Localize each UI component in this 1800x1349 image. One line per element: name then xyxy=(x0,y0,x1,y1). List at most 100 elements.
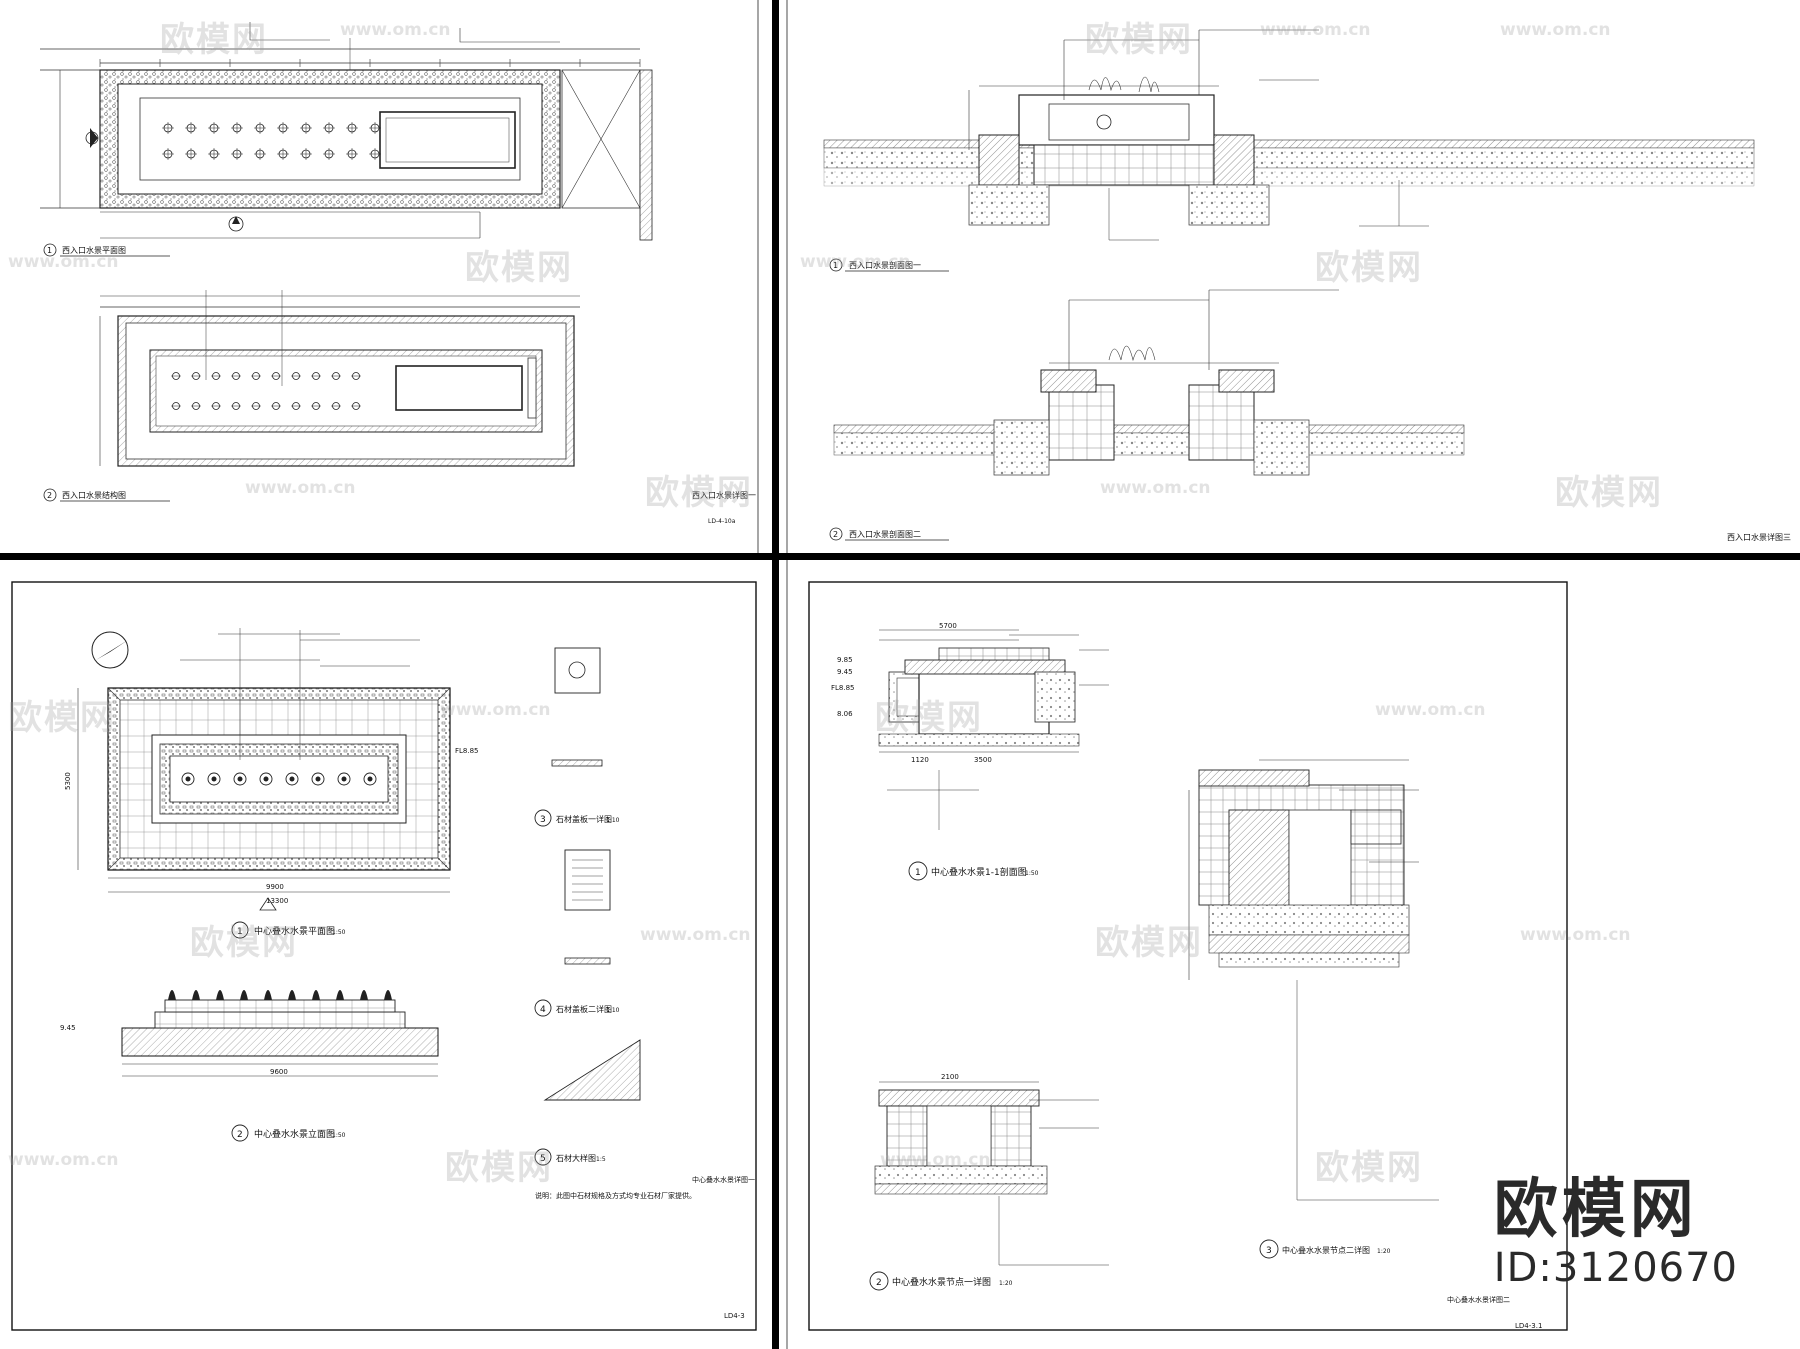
jet-icon xyxy=(191,402,201,410)
cascade-sprays xyxy=(168,990,392,1000)
jet-icon xyxy=(363,772,377,786)
spray-icon xyxy=(336,990,344,1000)
level4: 8.06 xyxy=(837,710,853,718)
title2-number: 2 xyxy=(237,1130,243,1140)
title2-scale: 1:20 xyxy=(999,1280,1013,1287)
title2-scale: 1:50 xyxy=(332,1132,346,1139)
jet-icon xyxy=(231,372,241,380)
jet-icon xyxy=(271,402,281,410)
west-entrance-plan-drawing: 1 西入口水景平面图 2 西入口水景结构图 西入口水景详图一 LD-4-10a xyxy=(40,0,759,553)
jet-icon xyxy=(369,148,381,160)
dim-left: 1120 xyxy=(911,756,929,764)
sheet-title: 西入口水景详图一 xyxy=(692,490,756,500)
dim-mid: 3500 xyxy=(974,756,992,764)
jet-icon xyxy=(208,148,220,160)
level-a: 9.45 xyxy=(60,1024,76,1032)
panel-west-entrance-plan: 1 西入口水景平面图 2 西入口水景结构图 西入口水景详图一 LD-4-10a xyxy=(0,0,772,553)
sheet-number: LD4-3.1 xyxy=(1515,1322,1542,1330)
sheet-title: 中心叠水水景详图一 xyxy=(692,1175,755,1184)
spray-icon xyxy=(288,990,296,1000)
dim-side: 5300 xyxy=(64,772,72,790)
jet-icon xyxy=(251,402,261,410)
caption1-title: 西入口水景平面图 xyxy=(62,245,126,255)
jet-icon xyxy=(254,122,266,134)
spray-icon xyxy=(264,990,272,1000)
jet-icon xyxy=(311,772,325,786)
title2: 中心叠水水景节点一详图 xyxy=(892,1276,991,1288)
sheet-title: 中心叠水水景详图二 xyxy=(1447,1295,1510,1304)
title1: 中心叠水水景1-1剖面图 xyxy=(931,866,1027,878)
section1-number: 1 xyxy=(833,261,838,270)
title1-number: 1 xyxy=(915,868,921,878)
title2-number: 2 xyxy=(876,1278,882,1288)
spray-icon xyxy=(216,990,224,1000)
caption2-number: 2 xyxy=(47,491,52,500)
jet-icon xyxy=(211,402,221,410)
title1: 中心叠水水景平面图 xyxy=(254,925,335,937)
title3-number: 3 xyxy=(540,815,546,825)
spray-icon xyxy=(168,990,176,1000)
spray-icon xyxy=(240,990,248,1000)
jet-icon xyxy=(171,372,181,380)
dim-node: 2100 xyxy=(941,1073,959,1081)
jet-icon xyxy=(191,372,201,380)
jet-icon xyxy=(351,402,361,410)
title3-scale: 1:20 xyxy=(1377,1248,1391,1255)
jet-icon xyxy=(259,772,273,786)
title4-scale: 1:10 xyxy=(606,1007,620,1014)
jet-icon xyxy=(185,122,197,134)
section2-title: 西入口水景剖面图二 xyxy=(849,529,921,539)
title3-number: 3 xyxy=(1266,1246,1272,1256)
central-cascade-details-drawing: 5700 1120 3500 9.85 9.45 FL8.85 8.06 1 中… xyxy=(786,560,1568,1349)
jet-icon xyxy=(291,372,301,380)
caption1-number: 1 xyxy=(47,246,52,255)
fountain-jets-structure xyxy=(171,372,361,410)
jet-icon xyxy=(233,772,247,786)
jet-icon xyxy=(254,148,266,160)
jet-icon xyxy=(162,148,174,160)
jet-icon xyxy=(207,772,221,786)
jet-icon xyxy=(337,772,351,786)
title3-scale: 1:10 xyxy=(606,817,620,824)
jet-icon xyxy=(285,772,299,786)
jet-icon xyxy=(346,122,358,134)
level2: 9.45 xyxy=(837,668,853,676)
jet-icon xyxy=(323,122,335,134)
fountain-jets xyxy=(162,122,381,160)
section1-title: 西入口水景剖面图一 xyxy=(849,260,921,270)
jet-icon xyxy=(351,372,361,380)
jet-icon xyxy=(277,122,289,134)
jet-icon xyxy=(300,122,312,134)
title1-scale: 1:50 xyxy=(1025,870,1039,877)
jet-icon xyxy=(171,402,181,410)
cascade-jets xyxy=(181,772,377,786)
jet-icon xyxy=(208,122,220,134)
title4: 石材盖板二详图 xyxy=(556,1004,612,1014)
jet-icon xyxy=(346,148,358,160)
jet-icon xyxy=(162,122,174,134)
title1-number: 1 xyxy=(237,927,243,937)
caption2-title: 西入口水景结构图 xyxy=(62,490,126,500)
jet-icon xyxy=(323,148,335,160)
central-cascade-plan-drawing: 9900 13300 5300 FL8.85 1 中心叠水水景平面图 1:50 … xyxy=(11,581,757,1331)
title5: 石材大样图 xyxy=(556,1153,596,1163)
brand-id: ID:3120670 xyxy=(1493,1245,1738,1291)
spray-icon xyxy=(312,990,320,1000)
title5-number: 5 xyxy=(540,1154,546,1164)
level3: FL8.85 xyxy=(831,684,855,692)
panel-central-cascade-details: 5700 1120 3500 9.85 9.45 FL8.85 8.06 1 中… xyxy=(779,560,1800,1349)
title3: 中心叠水水景节点二详图 xyxy=(1282,1245,1370,1255)
jet-icon xyxy=(300,148,312,160)
dim-elev: 9600 xyxy=(270,1068,288,1076)
panel-west-entrance-sections: 1 西入口水景剖面图一 2 西入口水景剖面图二 西入口水景详图三 xyxy=(779,0,1800,553)
sheet-number: LD4-3 xyxy=(724,1312,745,1320)
jet-icon xyxy=(331,402,341,410)
note: 说明：此图中石材规格及方式均专业石材厂家提供。 xyxy=(535,1191,696,1200)
title3: 石材盖板一详图 xyxy=(556,814,612,824)
jet-icon xyxy=(211,372,221,380)
jet-icon xyxy=(231,402,241,410)
sheet-number: LD-4-10a xyxy=(708,518,736,525)
title4-number: 4 xyxy=(540,1005,546,1015)
title1-scale: 1:50 xyxy=(332,929,346,936)
jet-icon xyxy=(277,148,289,160)
